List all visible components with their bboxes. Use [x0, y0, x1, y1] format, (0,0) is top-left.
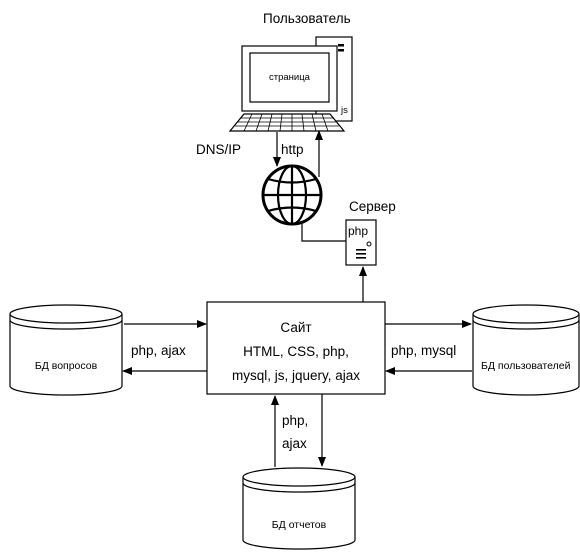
- db-questions-cylinder: БД вопросов: [9, 304, 123, 396]
- dbq-link-label: php, ajax: [131, 343, 186, 358]
- dns-label: DNS/IP: [196, 142, 241, 157]
- db-reports-cylinder: БД отчетов: [242, 467, 356, 550]
- db-reports-label: БД отчетов: [272, 519, 327, 531]
- internet-globe-icon: [261, 164, 323, 226]
- keyboard-keys: [235, 113, 339, 132]
- server-icon: php: [345, 219, 377, 266]
- db-users-cylinder: БД пользователей: [472, 304, 580, 396]
- db-users-label: БД пользователей: [481, 360, 571, 372]
- site-line1: HTML, CSS, php,: [243, 344, 349, 359]
- dbr-link-line2: ajax: [282, 436, 307, 451]
- screen-text: страница: [269, 72, 311, 83]
- js-label: js: [340, 105, 348, 116]
- monitor-screen: [249, 52, 330, 103]
- dbr-link-line1: php,: [282, 413, 308, 428]
- server-php-label: php: [348, 224, 368, 238]
- http-label: http: [281, 142, 304, 157]
- site-title: Сайт: [280, 320, 311, 335]
- site-line2: mysql, js, jquery, ajax: [232, 368, 360, 383]
- dbu-link-label: php, mysql: [391, 343, 456, 358]
- globe-server-link: [301, 223, 346, 242]
- user-computer: Пользователь js страница: [228, 11, 353, 132]
- db-questions-label: БД вопросов: [35, 360, 98, 372]
- pc-tower-slot: [338, 49, 344, 52]
- site-box: Сайт HTML, CSS, php, mysql, js, jquery, …: [206, 301, 386, 395]
- pc-tower-slot: [338, 44, 344, 47]
- user-label: Пользователь: [263, 11, 351, 26]
- server-label: Сервер: [349, 199, 396, 214]
